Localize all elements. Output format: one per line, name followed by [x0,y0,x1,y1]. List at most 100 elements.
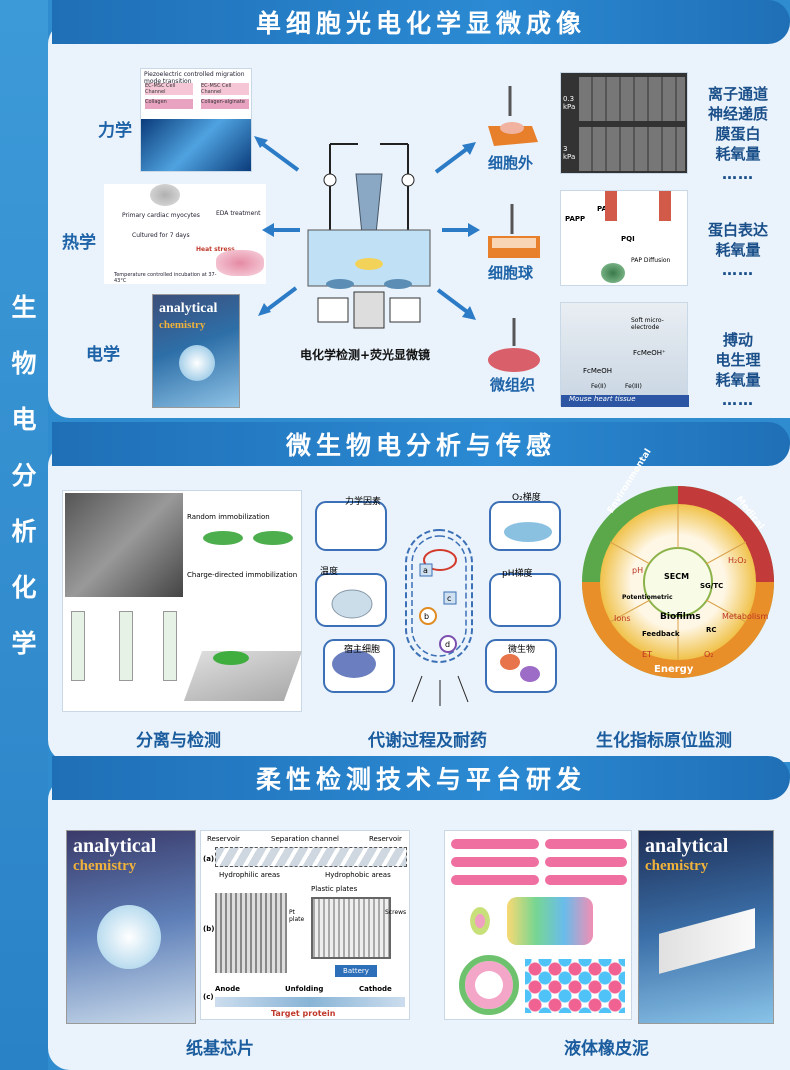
sidebar-char: 分 [11,461,37,490]
right-group-1-line: 膜蛋白 [715,125,761,143]
cell-cluster [150,184,180,206]
sidebar-char: 析 [11,517,37,546]
cover-2-graphic [97,905,161,969]
arrow-to-extracellular [434,142,476,174]
separation-channel-label: Separation channel [271,835,339,843]
paper-stack [215,893,287,973]
unfolding-label: Unfolding [285,985,324,993]
mechanics-figure: Piezoelectric controlled migration mode … [140,68,252,172]
label-microtissue: 微组织 [490,376,536,394]
pap-label: PAPP [565,215,586,223]
fe3-label: Fe(III) [625,383,642,390]
node-d-label: d [445,640,451,649]
hydrophobic-label: Hydrophobic areas [325,871,391,879]
sidebar-char: 物 [11,349,37,378]
inner-feedback: Feedback [642,630,680,638]
screws-label: Screws [385,909,407,916]
cover-title-line-2: chemistry [159,319,206,331]
paper-chip-schematic: Reservoir Separation channel Reservoir (… [200,830,410,1020]
cathode-label: Cathode [359,985,392,993]
fe2-label: Fe(II) [591,383,607,390]
pink-channel-6 [545,875,627,885]
right-group-1: 离子通道 神经递质 膜蛋白 耗氧量 …… [700,84,776,184]
extracellular-sample-icon [488,86,538,146]
droplet-array [525,959,625,1013]
heart-tissue-figure: Soft micro-electrode FcMeOH⁺ FcMeOH Fe(I… [560,302,689,407]
paper-channel [215,847,407,867]
pink-channel-4 [545,839,627,849]
section-1-header: 单细胞光电化学显微成像 [52,0,790,44]
cover-3-device [659,908,755,974]
charge-immobilization-label: Charge-directed immobilization [187,571,298,579]
node-a-label: a [423,566,428,575]
right-group-2-line: 耗氧量 [715,241,761,259]
target-protein-label: Target protein [271,1009,336,1018]
biochemical-monitoring-ring [582,486,774,678]
y-shape [463,897,497,945]
fcmeoh-label: FcMeOH [583,367,612,375]
arrow-to-electrical [258,286,298,316]
right-group-1-line: 离子通道 [707,85,768,103]
inner-potentiometric: Potentiometric [622,594,673,601]
panel-b-label: (b) [203,925,215,933]
spheroid-sample-icon [488,204,540,258]
plastic-plates-label: Plastic plates [311,885,358,893]
cell-image [216,250,264,276]
pap2-label: PAP [597,205,612,213]
mech-factor-label: 力学因素 [345,497,382,507]
mechanics-right-top-label: EC-MSC Cell Channel [201,83,249,95]
bacterium-1 [203,531,243,545]
ring-energy-label: Energy [654,664,694,675]
caption-separation: 分离与检测 [136,731,221,751]
right-group-2-line: 蛋白表达 [707,221,768,239]
ring-item-ions: Ions [614,614,631,623]
bacterium-2 [253,531,293,545]
sidebar-char: 生 [11,293,37,322]
ring-item-h2o2: H₂O₂ [728,556,747,565]
host-cell-label: 宿主细胞 [344,645,381,655]
caption-paper-chip: 纸基芯片 [186,1039,254,1059]
anode-label: Anode [215,985,240,993]
temperature-label: 温度 [320,567,339,577]
reservoir-label-left: Reservoir [207,835,240,843]
pink-channel-1 [451,839,539,849]
node-c-label: c [447,594,452,603]
hydrophilic-label: Hydrophilic areas [219,871,280,879]
thermal-step-3: Temperature controlled incubation at 37-… [114,272,217,284]
caption-liquid-plasticine: 液体橡皮泥 [564,1039,649,1059]
panel-c-label: (c) [203,993,214,1001]
right-group-2-more: …… [722,261,754,279]
ec-microscope-setup [307,143,431,329]
pressure-label-2: 3 kPa [563,145,576,161]
thermal-step-2: Cultured for 7 days [132,232,190,239]
inner-secm: SECM [664,572,690,581]
heart-tissue-label: Mouse heart tissue [561,395,689,407]
o2-gradient-label: O₂梯度 [512,493,541,503]
spheroid [601,263,625,283]
ring-item-ph: pH [632,566,644,575]
cover-graphic [179,345,215,381]
pt-plate-label: Pt plate [289,909,305,923]
microtissue-sample-icon [488,318,540,372]
tube-3 [163,611,177,681]
sidebar-char: 化 [11,573,37,602]
ring-item-o2: O₂ [704,650,714,659]
reservoir-label-right: Reservoir [369,835,402,843]
right-group-3: 搏动 电生理 耗氧量 …… [700,330,776,410]
unfolding-strip [215,997,405,1007]
pink-channel-3 [451,875,539,885]
pressure-frames-top [579,77,685,121]
right-group-3-line: 耗氧量 [715,371,761,389]
battery-label: Battery [335,965,377,977]
ring-item-metabolism: Metabolism [722,612,769,621]
cover-3-title-line-2: chemistry [645,858,709,874]
panel-a-label: (a) [203,855,215,863]
arrow-to-thermal [262,223,300,237]
mechanics-right-bottom-label: Collagen-alginate [201,99,249,109]
right-group-3-line: 搏动 [722,331,753,349]
